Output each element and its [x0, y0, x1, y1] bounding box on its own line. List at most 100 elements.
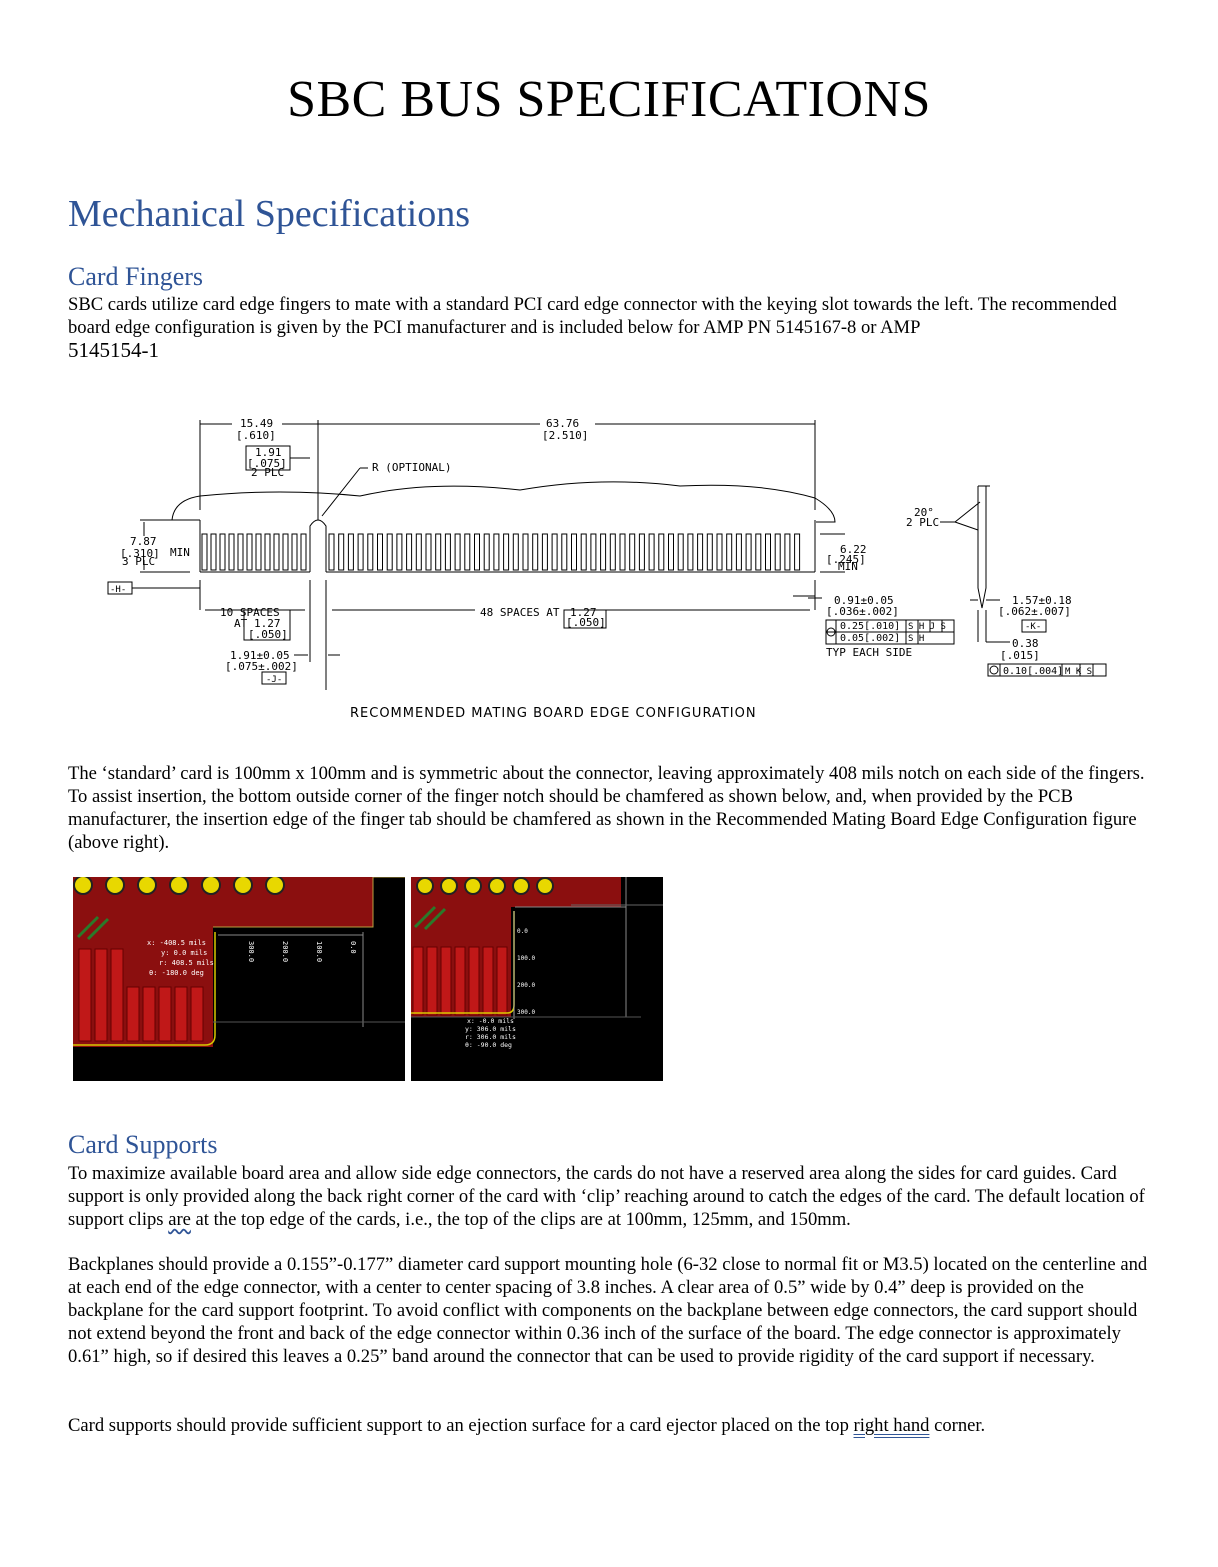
section-heading: Mechanical Specifications — [68, 193, 471, 235]
datum-j: -J- — [266, 675, 282, 685]
card-supports-p1-a: To maximize available board area and all… — [68, 1163, 1145, 1230]
card-supports-p3-b: corner. — [929, 1415, 986, 1436]
dim-10-spaces: 10 SPACES — [220, 606, 280, 619]
finger — [454, 533, 461, 571]
finger — [541, 533, 548, 571]
dim-3plc: 3 PLC — [122, 555, 155, 568]
datum-k: -K- — [1025, 622, 1041, 632]
finger — [551, 533, 558, 571]
tol-3: 0.10[.004] — [1003, 666, 1063, 677]
dim-1-57: 1.57±0.18 — [1012, 594, 1072, 607]
tol-3-refs: M K S — [1065, 667, 1092, 677]
drawing-caption: RECOMMENDED MATING BOARD EDGE CONFIGURAT… — [350, 706, 757, 721]
finger — [512, 533, 519, 571]
ruler-right-0: 0.0 — [517, 928, 528, 935]
finger — [367, 533, 374, 571]
dim-0-91: 0.91±0.05 — [834, 594, 894, 607]
tol-2-refs: S H — [908, 634, 924, 644]
card-supports-p3-a: Card supports should provide sufficient … — [68, 1415, 854, 1436]
finger — [474, 533, 480, 571]
card-fingers-part-number: 5145154-1 — [68, 338, 159, 362]
readout-left-r: r: 408.5 mils — [159, 959, 214, 967]
finger — [765, 533, 771, 571]
dim-610: [.610] — [236, 429, 276, 442]
pcb-right-canvas: 0.0 100.0 200.0 300.0 x: -0.0 mils y: 30… — [411, 877, 663, 1081]
ruler-left-200: 200.0 — [281, 941, 289, 962]
dim-075-tol: [.075±.002] — [225, 660, 298, 673]
dim-075: [.075] — [247, 457, 287, 470]
card-fingers-heading: Card Fingers — [68, 262, 204, 291]
card-fingers-text: SBC cards utilize card edge fingers to m… — [68, 294, 1117, 338]
finger — [677, 533, 684, 571]
finger — [503, 533, 510, 571]
angle-2plc: 2 PLC — [906, 516, 939, 529]
dim-050: [.050] — [248, 628, 288, 641]
dim-245: [.245] — [826, 553, 866, 566]
finger — [687, 533, 694, 571]
finger — [386, 533, 393, 571]
dim-2plc: 2 PLC — [251, 466, 284, 479]
readout-right-theta: θ: -90.0 deg — [465, 1041, 512, 1049]
dim-63-76: 63.76 — [546, 417, 579, 430]
dim-0-38: 0.38 — [1012, 637, 1039, 650]
dim-1-27b: 1.27 — [570, 606, 597, 619]
pcb-screenshot-right: 0.0 100.0 200.0 300.0 x: -0.0 mils y: 30… — [411, 877, 663, 1081]
finger — [522, 533, 529, 571]
dim-at: AT — [234, 617, 248, 630]
dim-min: MIN — [170, 546, 190, 559]
tol-2: 0.05[.002] — [840, 633, 900, 644]
card-supports-p1-are: are — [168, 1209, 191, 1230]
finger — [745, 533, 752, 571]
readout-right-y: y: 306.0 mils — [465, 1025, 516, 1033]
finger — [493, 533, 500, 571]
finger — [464, 533, 471, 571]
finger — [706, 533, 713, 571]
datum-h: -H- — [110, 585, 126, 595]
finger — [377, 533, 383, 571]
finger — [619, 533, 626, 571]
document-title: SBC BUS SPECIFICATIONS — [287, 71, 931, 128]
card-supports-paragraph-2: Backplanes should provide a 0.155”-0.177… — [68, 1254, 1148, 1367]
card-supports-paragraph-3: Card supports should provide sufficient … — [68, 1414, 1158, 1437]
card-supports-heading: Card Supports — [68, 1130, 218, 1159]
standard-card-paragraph: The ‘standard’ card is 100mm x 100mm and… — [68, 763, 1145, 853]
dim-2-510: [2.510] — [542, 429, 588, 442]
finger — [697, 533, 704, 571]
dim-48-spaces: 48 SPACES AT — [480, 606, 560, 619]
finger — [347, 533, 354, 571]
finger — [425, 533, 432, 571]
typ-each-side: TYP EACH SIDE — [826, 646, 912, 659]
finger — [716, 533, 723, 571]
finger — [590, 533, 597, 571]
dim-1-27: 1.27 — [254, 617, 281, 630]
r-optional-label: R (OPTIONAL) — [372, 461, 451, 474]
dim-15-49: 15.49 — [240, 417, 273, 430]
angle-20: 20° — [914, 506, 934, 519]
card-supports-p3-right-hand: right hand — [853, 1415, 930, 1436]
ruler-left-100: 100.0 — [315, 941, 323, 962]
dim-050b: [.050] — [566, 616, 606, 629]
finger — [726, 533, 733, 571]
finger — [609, 533, 616, 571]
finger — [600, 533, 607, 571]
finger — [328, 533, 335, 571]
dim-6-22: 6.22 — [840, 543, 867, 556]
dim-062: [.062±.007] — [998, 605, 1071, 618]
finger — [396, 533, 403, 571]
finger — [735, 533, 742, 571]
finger — [338, 533, 345, 571]
finger — [648, 533, 655, 571]
pcb-left-canvas: x: -408.5 mils y: 0.0 mils r: 408.5 mils… — [73, 877, 405, 1081]
dim-1-91: 1.91 — [255, 446, 282, 459]
tol-1: 0.25[.010] — [840, 621, 900, 632]
finger — [406, 533, 413, 571]
right-fingers — [328, 533, 801, 571]
tol-1-refs: S H J S — [908, 622, 946, 632]
readout-left-x: x: -408.5 mils — [147, 939, 206, 947]
readout-right-r: r: 306.0 mils — [465, 1033, 516, 1041]
dim-1-91-tol: 1.91±0.05 — [230, 649, 290, 662]
card-supports-paragraph-1: To maximize available board area and all… — [68, 1162, 1158, 1231]
board-edge-drawing: 15.49 [.610] 1.91 [.075] 2 PLC 63.76 [2.… — [107, 417, 1107, 690]
ruler-left-300: 300.0 — [247, 941, 255, 962]
finger — [755, 533, 762, 571]
